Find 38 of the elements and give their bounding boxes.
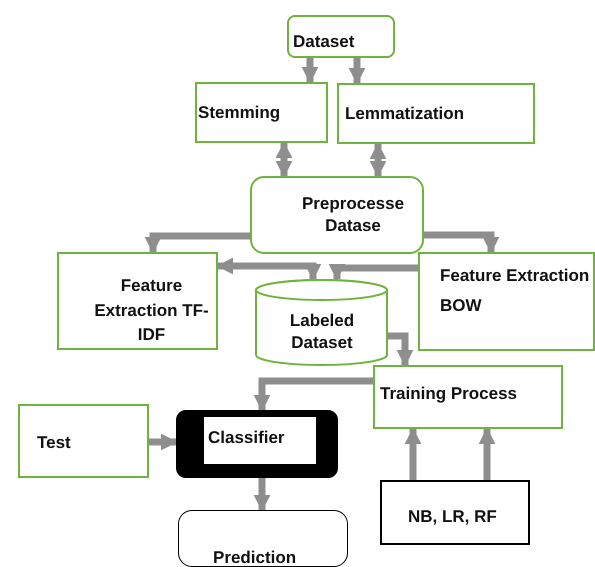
arrow xyxy=(216,258,322,281)
process-box xyxy=(195,82,328,143)
process-box xyxy=(178,510,348,567)
database-cylinder xyxy=(255,278,388,365)
arrow xyxy=(404,427,422,480)
node-label: Test xyxy=(37,432,72,454)
node-label: Labeled Dataset xyxy=(288,310,356,354)
process-box xyxy=(418,252,595,351)
process-box xyxy=(337,83,535,144)
arrow xyxy=(276,141,292,178)
process-box xyxy=(373,365,563,429)
process-box xyxy=(18,404,149,478)
arrow xyxy=(370,142,386,178)
node-label: Feature Extraction TF-IDF xyxy=(93,275,210,346)
process-box xyxy=(380,480,530,545)
arrow xyxy=(254,378,373,412)
node-label: Preprocesse Datase xyxy=(300,193,406,238)
arrow xyxy=(328,264,418,281)
node-label: Classifier xyxy=(208,427,286,449)
arrow xyxy=(149,434,178,450)
arrow xyxy=(144,232,250,254)
node-label: Training Process xyxy=(380,383,518,405)
arrow xyxy=(424,232,500,254)
node-label: Stemming xyxy=(198,102,282,124)
process-box xyxy=(250,176,424,254)
node-label: Dataset xyxy=(293,31,356,53)
arrow xyxy=(302,58,318,84)
node-label: Prediction xyxy=(213,547,298,567)
node-label: Feature Extraction BOW xyxy=(440,265,590,317)
arrow xyxy=(478,427,496,480)
arrow xyxy=(388,332,414,367)
process-box xyxy=(57,252,218,350)
node-label: NB, LR, RF xyxy=(408,506,498,528)
arrow xyxy=(254,478,270,512)
process-box xyxy=(287,15,395,58)
node-label: Lemmatization xyxy=(345,103,466,125)
classifier-box xyxy=(176,410,338,478)
arrow xyxy=(348,58,366,85)
